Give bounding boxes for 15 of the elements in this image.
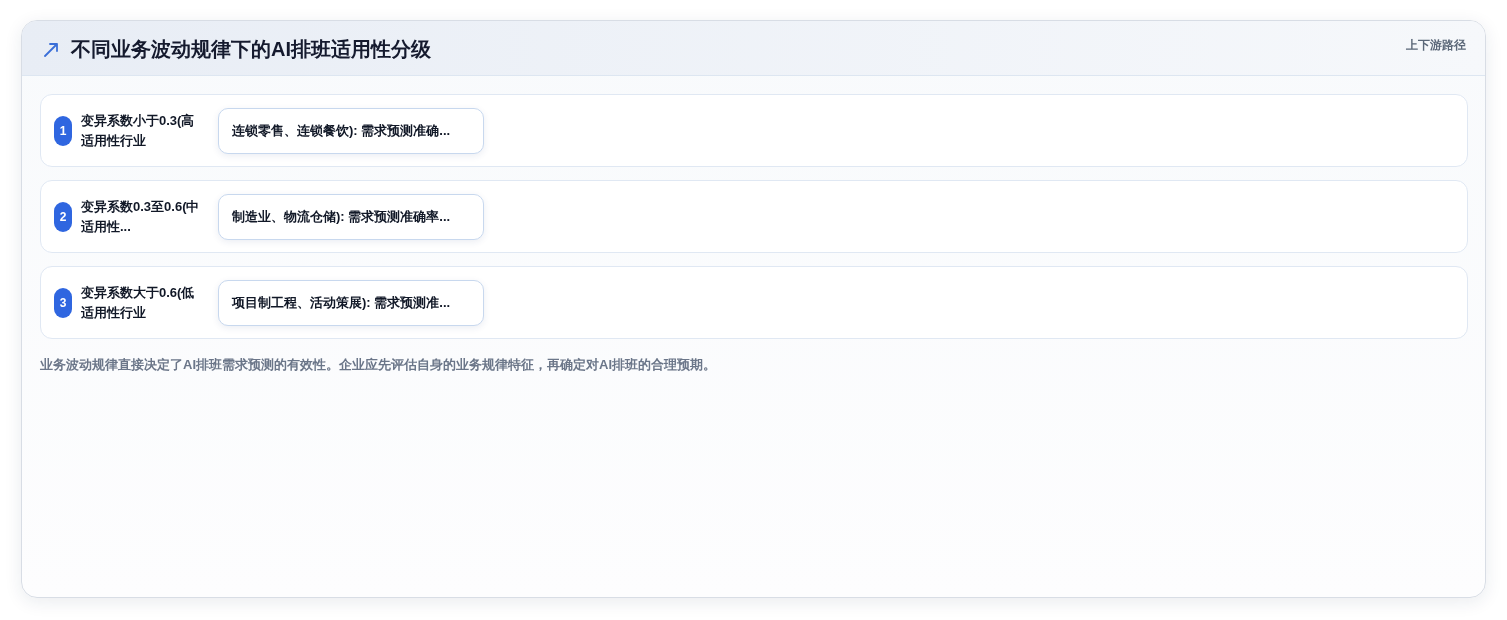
tier-label: 变异系数小于0.3(高适用性行业 — [81, 111, 196, 150]
tier-label: 变异系数大于0.6(低适用性行业 — [81, 283, 196, 322]
number-badge: 2 — [54, 201, 72, 232]
industry-example-card: 项目制工程、活动策展): 需求预测准... — [218, 279, 484, 326]
footnote-text: 业务波动规律直接决定了AI排班需求预测的有效性。企业应先评估自身的业务规律特征，再确定对AI排班的合理预期。 — [40, 357, 716, 373]
industry-example-card: 连锁零售、连锁餐饮): 需求预测准确... — [218, 107, 484, 154]
industry-example-card: 制造业、物流仓储): 需求预测准确率... — [218, 193, 484, 240]
tier-card — [40, 180, 1468, 253]
number-badge: 3 — [54, 287, 72, 318]
tier-label: 变异系数0.3至0.6(中适用性... — [81, 197, 201, 236]
panel-title: 不同业务波动规律下的AI排班适用性分级 — [71, 37, 431, 62]
number-badge: 1 — [54, 115, 72, 146]
header-link-text: 上下游路径 — [1406, 37, 1466, 53]
tier-card — [40, 266, 1468, 339]
tier-card — [40, 94, 1468, 167]
